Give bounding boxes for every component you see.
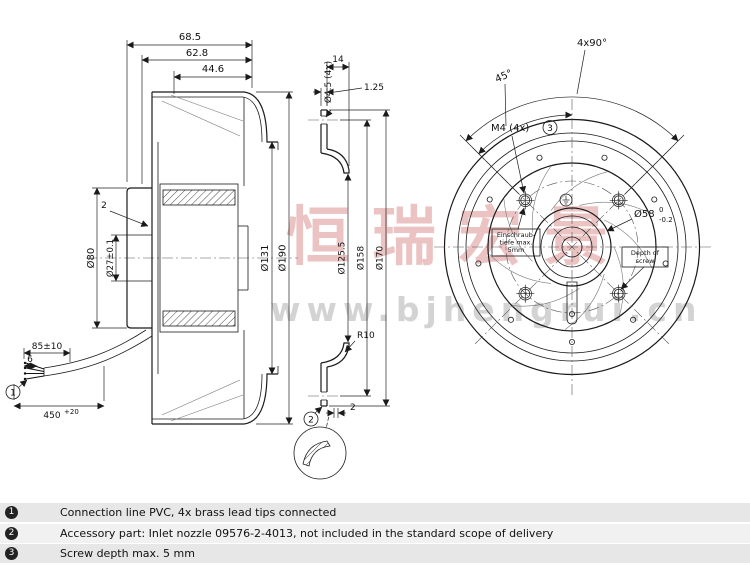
- detail-view: [293, 410, 347, 480]
- front-view: 4x90° 45° M4 (4x) 3 Ø58 0 -0.2 Einschrau…: [434, 38, 711, 397]
- mounting-hole: [516, 191, 535, 210]
- callout-3-circle: [542, 120, 558, 135]
- dim-offset-angle: 45°: [478, 68, 573, 154]
- engineering-drawing: 68.5 62.8 44.6 2 Ø80 Ø27±0.1: [5, 32, 711, 480]
- callout-2-circle: [303, 411, 319, 427]
- dim-450: 450: [43, 411, 60, 421]
- note-1-badge: 1: [5, 506, 18, 519]
- dim-sheet-thickness: 1.25: [313, 83, 384, 106]
- dim-flange-outer-diameter: Ø170: [329, 109, 390, 407]
- notes-table: 1 Connection line PVC, 4x brass lead tip…: [0, 503, 750, 565]
- connection-cable: [23, 329, 153, 381]
- stator-hatch-bottom: [162, 310, 236, 327]
- box-en-line1: Depth of: [631, 249, 660, 257]
- inlet-nozzle-section: Ø4.5 (4x) 14 1.25 Ø125.5 Ø158: [303, 55, 390, 427]
- mounting-holes: [516, 191, 628, 303]
- note-2-text: Accessory part: Inlet nozzle 09576-2-401…: [60, 526, 554, 540]
- box-de-line2: tiefe max.: [500, 239, 533, 247]
- dim-nozzle-inner-diameter: Ø125.5: [337, 173, 352, 343]
- dim-d125-5: Ø125.5: [337, 242, 348, 275]
- mounting-hole: [516, 284, 535, 303]
- impeller-blades: [489, 166, 653, 330]
- dim-d190: Ø190: [277, 245, 289, 272]
- dim-strip-length: 85±10: [23, 342, 71, 362]
- dim-hub-diameter: Ø58 0 -0.2: [606, 206, 673, 232]
- dim-14: 14: [332, 55, 344, 65]
- box-de: [491, 228, 541, 257]
- callout-2: 2: [303, 406, 323, 427]
- stator-hatch-top: [162, 189, 236, 206]
- dim-d58-tol-low: -0.2: [659, 216, 673, 224]
- callout-2-number: 2: [308, 416, 314, 426]
- callout-3-number: 3: [547, 124, 553, 134]
- dim-1-25: 1.25: [364, 83, 384, 93]
- dim-d131: Ø131: [259, 245, 271, 272]
- side-view: 68.5 62.8 44.6 2 Ø80 Ø27±0.1: [5, 32, 298, 425]
- dim-tip-length: 6: [23, 355, 38, 370]
- screw-label: M4 (4x) 3: [491, 120, 558, 194]
- rivet-holes: [475, 154, 669, 345]
- dim-62-8: 62.8: [186, 48, 208, 59]
- dim-motor-diameter: Ø80: [85, 187, 127, 329]
- hub: [532, 207, 612, 325]
- dim-inlet-diameter: Ø131: [259, 141, 276, 375]
- box-en: [621, 246, 669, 268]
- dim-impeller-diameter: Ø190: [256, 91, 293, 425]
- dim-step-2: 2: [101, 201, 107, 211]
- note-3-text: Screw depth max. 5 mm: [60, 547, 195, 560]
- detail-circle: [293, 426, 347, 480]
- screw-depth-box-de: Einschraub- tiefe max. 5mm: [491, 207, 541, 257]
- dim-shaft-diameter: Ø27±0.1: [105, 234, 127, 282]
- box-de-line3: 5mm: [508, 246, 525, 254]
- mounting-hole: [609, 284, 628, 303]
- dim-d4-5: Ø4.5 (4x): [323, 61, 334, 103]
- dim-step: 2: [101, 201, 149, 227]
- dim-d58: Ø58: [634, 208, 655, 220]
- dim-68-5: 68.5: [179, 32, 201, 43]
- dim-bolt-circle-diameter: Ø158: [340, 119, 371, 397]
- dim-4x90: 4x90°: [577, 38, 607, 49]
- dim-6: 6: [27, 355, 33, 365]
- fan-body-outline: [151, 91, 279, 425]
- dim-cable-length: 450 +20: [13, 366, 105, 421]
- note-1-text: Connection line PVC, 4x brass lead tips …: [60, 506, 337, 519]
- dim-d27: Ø27±0.1: [105, 239, 116, 277]
- dim-d58-tol-high: 0: [659, 206, 663, 214]
- dim-d80: Ø80: [85, 248, 97, 269]
- mounting-hole: [609, 191, 628, 210]
- dim-44-6: 44.6: [202, 64, 224, 75]
- dim-lip: 2: [326, 403, 356, 418]
- hub-circle: [532, 207, 612, 287]
- dim-housing-depth: 62.8: [141, 48, 253, 184]
- ground-icon: [559, 193, 573, 207]
- note-2-badge: 2: [5, 526, 18, 540]
- note-row-1: 1 Connection line PVC, 4x brass lead tip…: [0, 503, 750, 522]
- detail-lip-section: [302, 440, 331, 467]
- dim-flange-holes: Ø4.5 (4x): [323, 61, 334, 118]
- dim-d158: Ø158: [356, 246, 367, 271]
- screw-depth-box-en: Depth of screw: [620, 246, 669, 290]
- note-3-badge: 3: [5, 547, 18, 560]
- note-row-2: 2 Accessory part: Inlet nozzle 09576-2-4…: [0, 523, 750, 543]
- motor-section: [126, 183, 249, 333]
- box-de-line1: Einschraub-: [497, 231, 536, 239]
- hub-slot: [566, 281, 578, 325]
- callout-1: 1: [5, 379, 28, 400]
- watermark-url: www.bjhengrui.cn: [270, 290, 703, 329]
- callout-1-number: 1: [10, 389, 16, 399]
- dim-450-tolerance: +20: [64, 408, 79, 416]
- callout-1-circle: [5, 384, 21, 400]
- dim-bell-radius: R10: [344, 331, 375, 353]
- dim-85-10: 85±10: [32, 342, 63, 352]
- dim-45: 45°: [494, 68, 515, 85]
- dim-front-depth: 44.6: [173, 64, 253, 94]
- dim-lip-2: 2: [350, 403, 356, 413]
- box-en-line2: screw: [636, 257, 655, 265]
- dim-d170: Ø170: [375, 246, 386, 271]
- dim-r10: R10: [357, 331, 375, 341]
- note-row-3: 3 Screw depth max. 5 mm: [0, 544, 750, 563]
- label-m4: M4 (4x): [491, 123, 529, 134]
